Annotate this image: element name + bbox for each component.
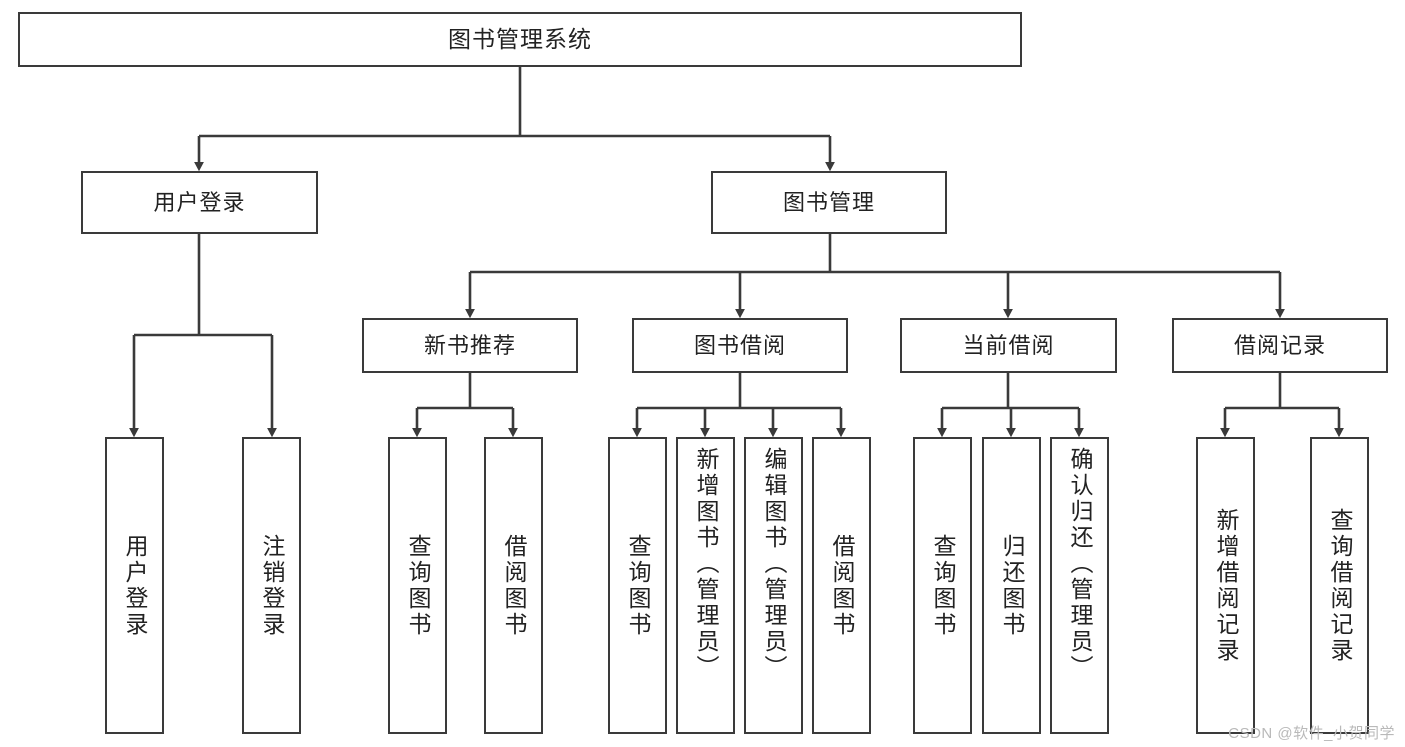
node-new-book-rec[interactable]: 新书推荐	[362, 318, 578, 373]
node-leaf-query-record-label: 查询借阅记录	[1327, 507, 1353, 664]
node-leaf-query-book-br[interactable]: 查询图书	[608, 437, 667, 734]
node-root[interactable]: 图书管理系统	[18, 12, 1022, 67]
node-leaf-borrow-book-br[interactable]: 借阅图书	[812, 437, 871, 734]
node-leaf-add-record-label: 新增借阅记录	[1213, 507, 1239, 664]
node-user-login-label: 用户登录	[153, 189, 246, 215]
node-leaf-borrow-book-rec-label: 借阅图书	[501, 533, 527, 638]
node-new-book-rec-label: 新书推荐	[423, 332, 516, 358]
node-leaf-borrow-book-br-label: 借阅图书	[829, 533, 855, 638]
node-leaf-logout-label: 注销登录	[259, 533, 285, 638]
node-leaf-user-login[interactable]: 用户登录	[105, 437, 164, 734]
node-root-label: 图书管理系统	[448, 26, 592, 53]
node-leaf-logout[interactable]: 注销登录	[242, 437, 301, 734]
node-leaf-query-book-cb-label: 查询图书	[930, 533, 956, 638]
node-leaf-confirm-return-label: 确认归还（管理员）	[1067, 447, 1093, 681]
node-book-borrow[interactable]: 图书借阅	[632, 318, 848, 373]
node-leaf-borrow-book-rec[interactable]: 借阅图书	[484, 437, 543, 734]
node-user-login[interactable]: 用户登录	[81, 171, 318, 234]
node-leaf-return-book-label: 归还图书	[999, 533, 1025, 638]
node-leaf-return-book[interactable]: 归还图书	[982, 437, 1041, 734]
node-leaf-query-record[interactable]: 查询借阅记录	[1310, 437, 1369, 734]
node-leaf-add-record[interactable]: 新增借阅记录	[1196, 437, 1255, 734]
node-borrow-record[interactable]: 借阅记录	[1172, 318, 1388, 373]
node-book-borrow-label: 图书借阅	[693, 332, 786, 358]
node-leaf-add-book[interactable]: 新增图书（管理员）	[676, 437, 735, 734]
node-book-manage-label: 图书管理	[782, 189, 875, 215]
node-leaf-query-book-rec[interactable]: 查询图书	[388, 437, 447, 734]
node-current-borrow[interactable]: 当前借阅	[900, 318, 1117, 373]
node-leaf-add-book-label: 新增图书（管理员）	[693, 447, 719, 681]
node-leaf-query-book-rec-label: 查询图书	[405, 533, 431, 638]
node-leaf-query-book-cb[interactable]: 查询图书	[913, 437, 972, 734]
node-leaf-edit-book[interactable]: 编辑图书（管理员）	[744, 437, 803, 734]
watermark: CSDN @软件_小贺同学	[1228, 725, 1395, 742]
node-current-borrow-label: 当前借阅	[962, 332, 1055, 358]
node-leaf-user-login-label: 用户登录	[122, 533, 148, 638]
node-leaf-edit-book-label: 编辑图书（管理员）	[761, 447, 787, 681]
node-leaf-confirm-return[interactable]: 确认归还（管理员）	[1050, 437, 1109, 734]
node-borrow-record-label: 借阅记录	[1233, 332, 1326, 358]
node-book-manage[interactable]: 图书管理	[711, 171, 947, 234]
node-leaf-query-book-br-label: 查询图书	[625, 533, 651, 638]
